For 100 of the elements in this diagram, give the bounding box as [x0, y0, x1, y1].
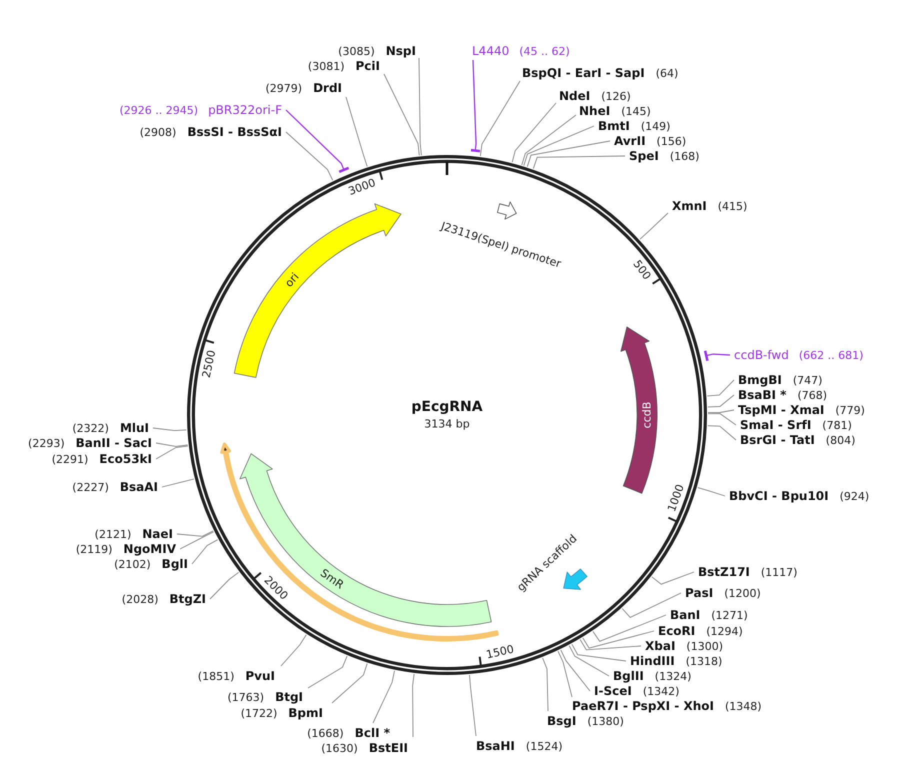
leader-line: [542, 657, 548, 712]
leader-line: [532, 156, 626, 170]
leader-line: [622, 592, 682, 618]
leader-line: [582, 630, 654, 649]
leader-line: [521, 114, 576, 166]
enzyme-name: BbvCI - Bpu10I: [729, 489, 829, 503]
coordinate-label: 2500: [200, 348, 219, 379]
enzyme-name: SmaI - SrfI: [740, 418, 812, 432]
enzyme-name: BglI: [162, 557, 188, 571]
primer-name: ccdB-fwd: [734, 348, 789, 362]
site-position: (924): [840, 490, 870, 503]
site-position: (804): [826, 434, 856, 447]
site-position: (2293): [28, 437, 65, 450]
site-position: (2121): [94, 528, 132, 541]
enzyme-name: EcoRI: [658, 624, 696, 638]
enzyme-name: BstZ17I: [698, 565, 750, 579]
leader-line: [384, 74, 420, 156]
enzyme-name: BsaAI: [120, 480, 158, 494]
site-position: (1342): [642, 685, 680, 698]
leader-line: [706, 380, 734, 396]
leader-line: [332, 663, 368, 704]
enzyme-name: HindIII: [630, 654, 675, 668]
enzyme-name: BtgI: [275, 690, 303, 704]
leader-line: [472, 60, 477, 151]
enzyme-name: BclI *: [354, 726, 390, 740]
enzyme-name: BanI: [670, 608, 700, 622]
coordinate-label: 1500: [485, 642, 516, 662]
site-position: (3081): [308, 60, 344, 73]
leader-line: [412, 673, 415, 738]
site-position: (2028): [122, 593, 158, 606]
site-position: (1200): [724, 587, 761, 600]
leader-line: [640, 212, 668, 240]
enzyme-name: BspQI - EarI - SapI: [522, 66, 645, 80]
leader-line: [418, 58, 422, 156]
enzyme-name: BpmI: [288, 706, 323, 720]
leader-line: [480, 80, 520, 157]
enzyme-name: XmnI: [672, 199, 707, 213]
leader-line: [708, 410, 734, 414]
site-position: (1380): [587, 715, 624, 728]
coordinate-label: 3000: [346, 176, 378, 198]
leader-line: [706, 354, 730, 356]
site-position: (168): [670, 150, 700, 163]
enzyme-name: Eco53kI: [99, 452, 152, 466]
enzyme-name: PasI: [685, 586, 714, 600]
enzyme-name: BstEII: [368, 741, 408, 755]
site-position: (1851): [198, 670, 234, 683]
enzyme-name: PaeR7I - PspXI - XhoI: [572, 699, 714, 713]
site-position: (2979): [265, 82, 302, 95]
leader-line: [162, 478, 194, 488]
site-position: (1668): [307, 727, 344, 740]
site-position: (1348): [724, 700, 762, 713]
leader-line: [176, 530, 214, 537]
leader-line: [210, 572, 240, 600]
site-position: (2908): [140, 126, 176, 139]
leader-line: [180, 531, 214, 550]
enzyme-name: BmgBI: [738, 373, 782, 387]
site-position: (1294): [706, 625, 743, 638]
site-position: (2102): [114, 558, 151, 571]
site-position: (779): [835, 404, 865, 417]
primer-range: (662 .. 681): [798, 349, 864, 362]
leader-line: [707, 394, 734, 408]
leader-line: [308, 656, 348, 688]
leader-line: [592, 614, 666, 642]
leader-line: [286, 132, 334, 181]
leader-line: [156, 446, 188, 460]
enzyme-name: TspMI - XmaI: [738, 403, 824, 417]
leader-line: [560, 649, 590, 692]
site-position: (2291): [52, 453, 88, 466]
site-position: (156): [656, 135, 686, 148]
leader-line: [372, 670, 395, 724]
site-position: (415): [718, 200, 748, 213]
enzyme-name: PvuI: [245, 669, 275, 683]
enzyme-name: NgoMIV: [123, 542, 176, 556]
site-position: (149): [640, 120, 670, 133]
enzyme-name: SpeI: [629, 149, 659, 163]
leader-line: [697, 487, 726, 496]
leader-line: [280, 634, 307, 666]
leader-line: [708, 413, 736, 426]
enzyme-name: BssSI - BssSαI: [187, 125, 282, 139]
site-position: (1271): [711, 609, 748, 622]
leader-line: [152, 428, 187, 432]
enzyme-name: BtgZI: [169, 592, 206, 606]
primer-range: (45 .. 62): [519, 45, 570, 58]
enzyme-name: DrdI: [313, 81, 342, 95]
site-position: (1318): [686, 655, 722, 668]
site-position: (1630): [321, 742, 358, 755]
site-position: (2227): [72, 481, 109, 494]
enzyme-name: NaeI: [142, 527, 173, 541]
enzyme-name: BsaBI *: [738, 388, 786, 402]
enzyme-name: BanII - SacI: [76, 436, 152, 450]
site-position: (1324): [654, 670, 692, 683]
plasmid-name: pEcgRNA: [411, 399, 483, 415]
feature-label: ccdB: [640, 402, 654, 428]
enzyme-name: BsaHI: [476, 739, 515, 753]
primer-range: (2926 .. 2945): [120, 104, 198, 117]
enzyme-name: BglII: [613, 669, 644, 683]
site-position: (1722): [240, 707, 278, 720]
leader-line: [512, 102, 556, 163]
site-position: (781): [822, 419, 852, 432]
site-position: (64): [656, 67, 678, 80]
